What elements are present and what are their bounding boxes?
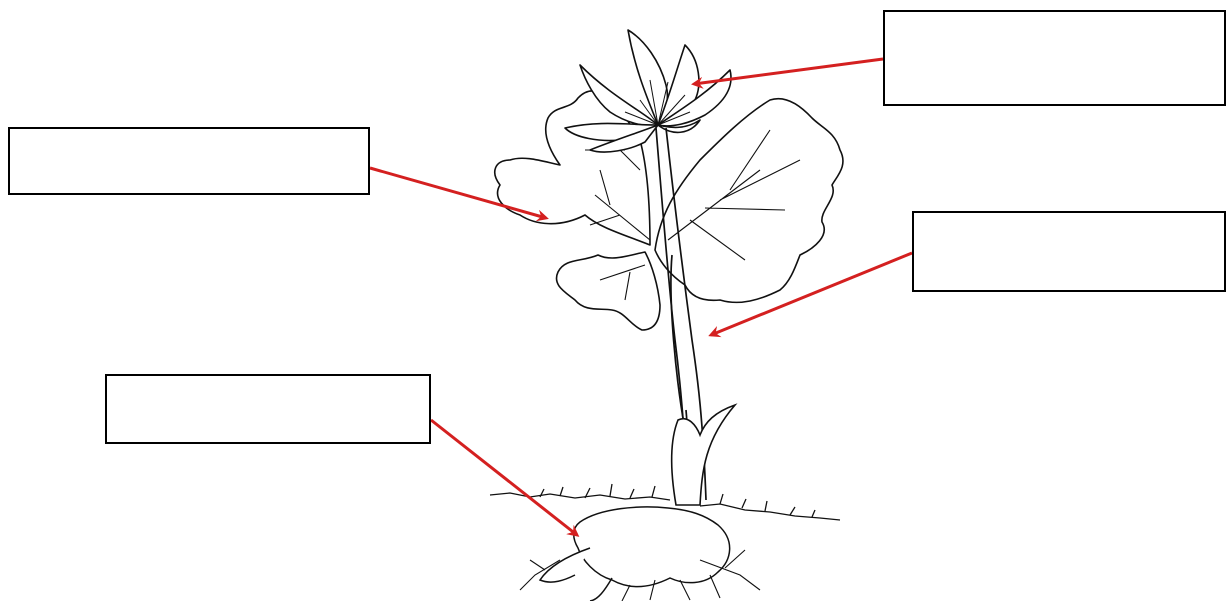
root-label-box[interactable] bbox=[105, 374, 431, 444]
stem-label-box[interactable] bbox=[912, 211, 1226, 292]
sheath-drawing bbox=[672, 405, 735, 505]
leaf-label-box[interactable] bbox=[8, 127, 370, 195]
root-drawing bbox=[520, 507, 760, 601]
flower-label-box[interactable] bbox=[883, 10, 1226, 106]
arrow-to-root bbox=[431, 420, 577, 535]
arrow-to-flower bbox=[694, 59, 883, 84]
